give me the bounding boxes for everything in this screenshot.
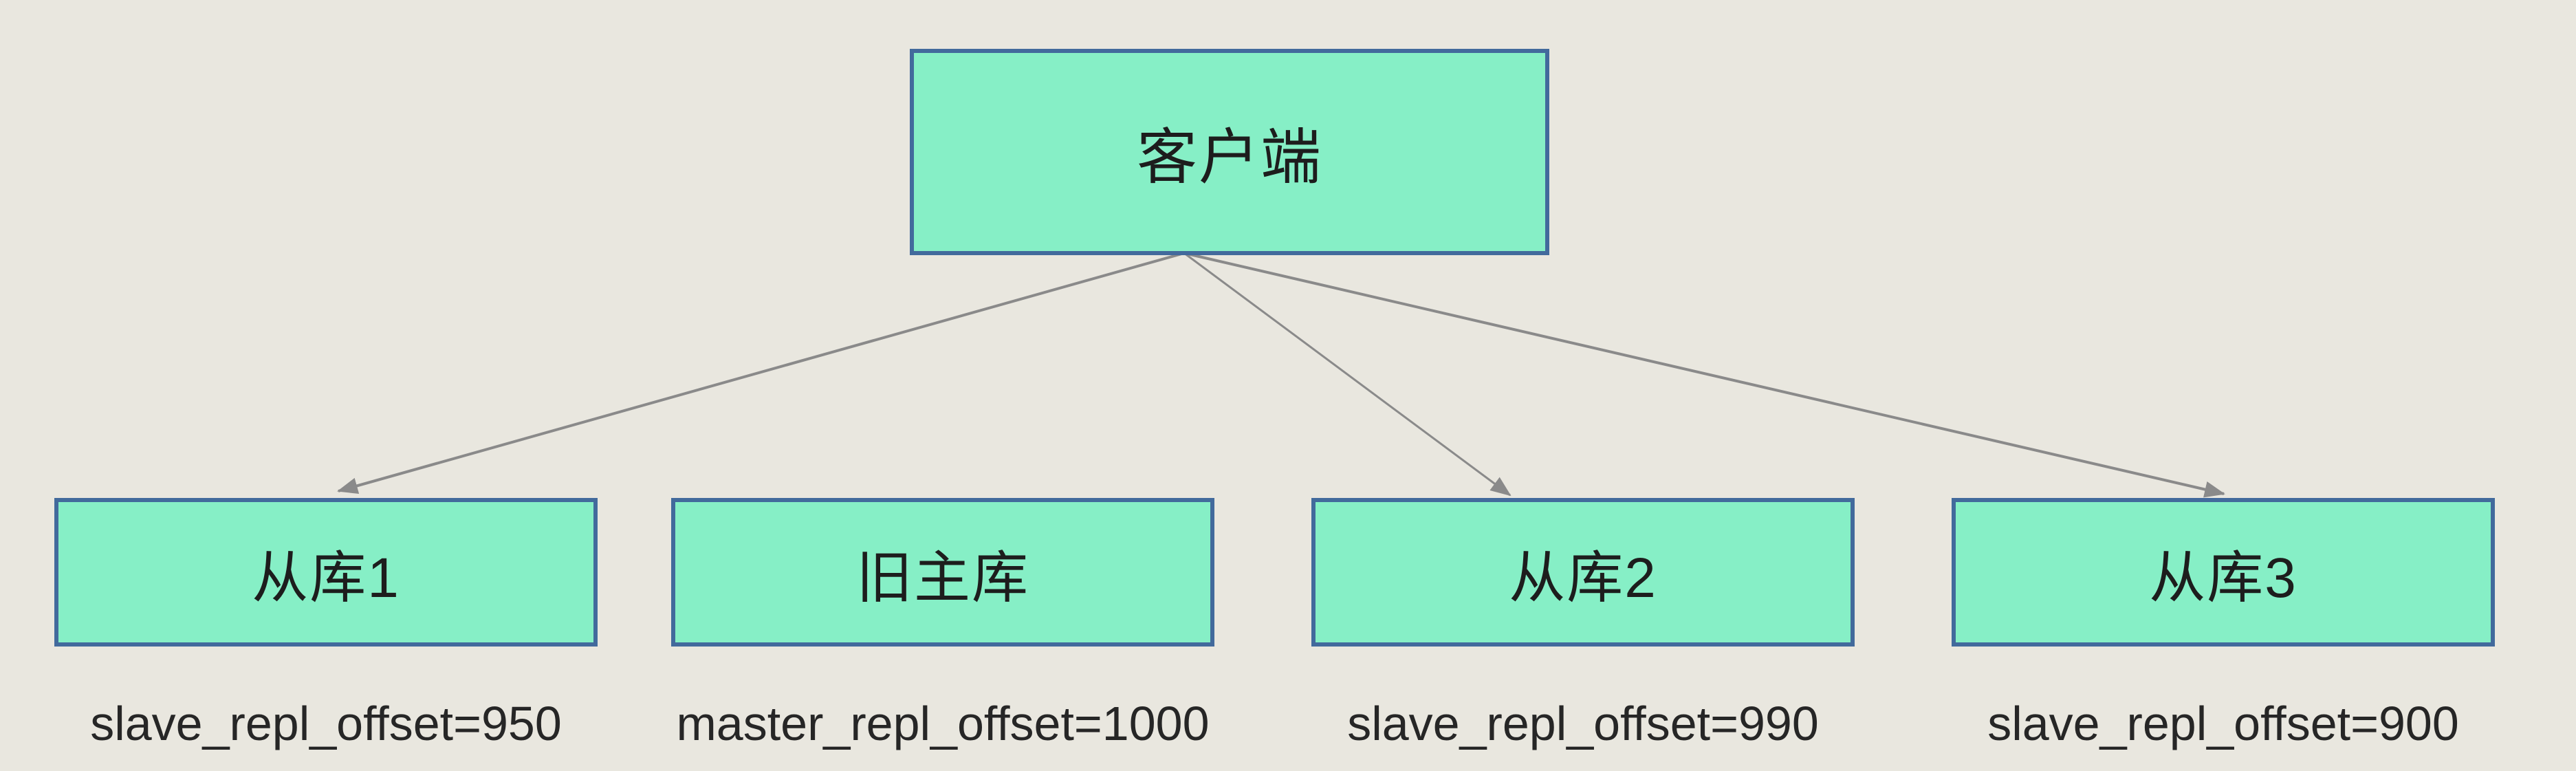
node-slave2: 从库2 — [1311, 498, 1855, 647]
client-node-label: 客户端 — [1136, 122, 1322, 191]
slave1-node-label: 从库1 — [252, 546, 400, 609]
node-slave3: 从库3 — [1952, 498, 2495, 647]
slave2-node-label: 从库2 — [1509, 546, 1657, 609]
arrow-client-to-slave3 — [1183, 252, 2225, 498]
node-slave1: 从库1 — [54, 498, 598, 647]
node-client: 客户端 — [910, 49, 1549, 255]
slave3-offset-label: slave_repl_offset=900 — [1987, 697, 2459, 750]
node-old-master: 旧主库 — [671, 498, 1214, 647]
slave3-node-label: 从库3 — [2149, 546, 2297, 609]
old-master-node-label: 旧主库 — [855, 546, 1029, 609]
slave1-offset-label: slave_repl_offset=950 — [90, 697, 562, 750]
slave2-offset-label: slave_repl_offset=990 — [1347, 697, 1819, 750]
arrow-client-to-slave1 — [337, 252, 1185, 494]
arrow-client-to-slave2 — [1183, 252, 1511, 497]
old-master-offset-label: master_repl_offset=1000 — [676, 697, 1210, 750]
